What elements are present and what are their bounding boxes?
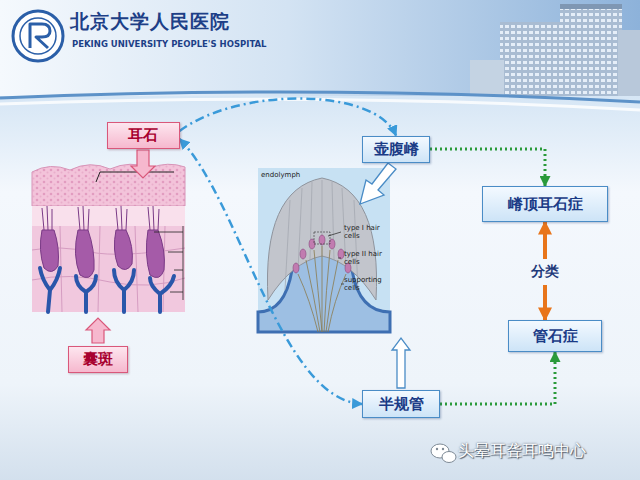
wechat-icon — [431, 444, 456, 463]
box-text: 耳石 — [128, 126, 158, 145]
hospital-name: 北京大学人民医院 — [70, 11, 230, 33]
dotted-arrow — [440, 352, 555, 404]
box-text: 半规管 — [379, 395, 424, 414]
hospital-name-english: PEKING UNIVERSITY PEOPLE'S HOSPITAL — [72, 40, 267, 50]
classification-text: 分类 — [522, 259, 568, 285]
box-text: 囊斑 — [83, 350, 113, 369]
box-text: 分类 — [531, 263, 559, 281]
box-text: 嵴顶耳石症 — [508, 195, 583, 214]
orange-arrow — [543, 222, 547, 259]
ampulla-illustration — [258, 163, 410, 388]
macula-illustration — [32, 150, 185, 343]
macula-box: 囊斑 — [68, 346, 128, 373]
part-label: endolymph — [261, 171, 300, 179]
dash-dot-arrow — [180, 139, 363, 404]
otolith-box: 耳石 — [107, 122, 180, 149]
watermark: 头晕耳聋耳鸣中心 — [458, 442, 586, 460]
part-label: type I hair cells — [344, 224, 388, 240]
cupulolithiasis-box: 嵴顶耳石症 — [482, 186, 608, 222]
canal-box: 半规管 — [362, 390, 440, 418]
part-label: type II hair cells — [344, 250, 388, 266]
orange-arrow — [543, 285, 547, 320]
box-text: 管石症 — [533, 327, 578, 346]
box-text: 壶腹嵴 — [374, 140, 419, 159]
part-label: supporting cells — [344, 276, 388, 292]
crista-box: 壶腹嵴 — [362, 136, 430, 163]
canalithiasis-box: 管石症 — [508, 320, 602, 352]
dotted-arrow — [430, 149, 545, 186]
dash-dot-arrow — [180, 99, 397, 136]
